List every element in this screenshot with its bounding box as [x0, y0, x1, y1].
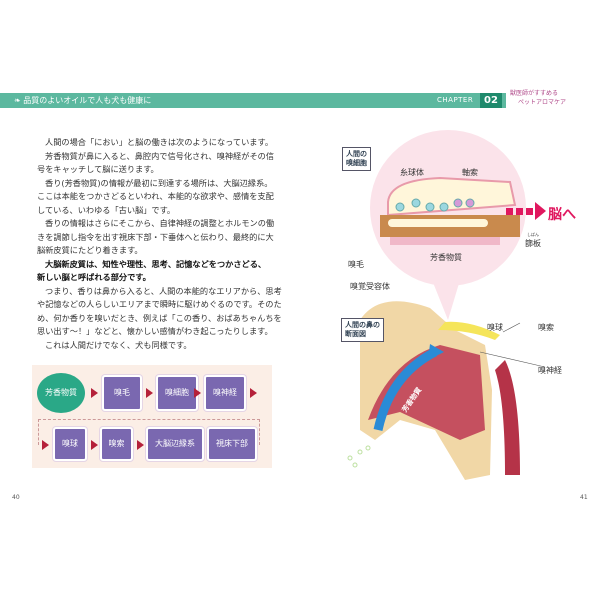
olfactory-bulb-shape	[387, 176, 517, 217]
text-line-bold: 新しい脳と呼ばれる部分です。	[37, 272, 151, 282]
flow-node: 嗅索	[100, 427, 133, 461]
arrow-icon	[91, 388, 98, 398]
label-aroma: 芳香物質	[430, 253, 462, 262]
body-text: 人間の場合「におい」と脳の働きは次のようになっています。 芳香物質が鼻に入ると、…	[37, 136, 282, 352]
chapter-label: CHAPTER	[437, 96, 474, 104]
to-brain-arrow-icon	[535, 202, 546, 220]
label-receptor: 嗅覚受容体	[350, 282, 390, 291]
label-to-brain: 脳へ	[548, 207, 576, 223]
aroma-flow-arrow	[373, 347, 438, 431]
text-line: め、何か香りを嗅いだとき、例えば「この香り、おばあちゃんちを	[37, 312, 282, 323]
text-line: これは人間だけでなく、犬も同様です。	[45, 339, 192, 350]
label-cilia: 嗅毛	[348, 260, 364, 269]
cilia-layer	[390, 237, 500, 245]
section-title: ❧ 品質のよいオイルで人も犬も健康に	[14, 96, 152, 105]
flow-node: 大脳辺縁系	[146, 427, 204, 461]
brand-line-1: 獣医師がすすめる	[510, 90, 559, 97]
arrow-dash	[506, 208, 513, 215]
page-number-right: 41	[580, 494, 588, 501]
text-line: 号をキャッチして脳に送ります。	[37, 164, 159, 174]
text-line: 香り(芳香物質)の情報が最初に到達する場所は、大脳辺縁系。	[45, 177, 273, 188]
flow-node: 嗅球	[53, 427, 87, 461]
flow-node: 視床下部	[207, 427, 257, 461]
arrow-icon	[137, 440, 144, 450]
flow-connector	[38, 419, 260, 445]
aroma-arrow-head-icon	[428, 344, 444, 360]
flow-node: 嗅毛	[102, 375, 142, 411]
olfactory-cells	[395, 198, 475, 212]
text-line: 香りの情報はさらにそこから、自律神経の調整とホルモンの働	[45, 218, 275, 228]
flow-node: 嗅神経	[204, 375, 246, 411]
label-olfactory-bulb: 嗅球	[487, 323, 503, 332]
nose-diagram-title: 人間の鼻の断面図	[341, 318, 384, 342]
arrow-dash	[526, 208, 533, 215]
text-line: きを調節し指令を出す視床下部・下垂体へと伝わり、最終的に大	[37, 231, 274, 242]
text-line-bold: 大脳新皮質は、知性や理性、思考、記憶などをつかさどる、	[45, 258, 267, 269]
flow-start-aroma: 芳香物質	[37, 373, 85, 413]
label-olfactory-tract: 嗅索	[538, 323, 554, 332]
arrow-icon	[146, 388, 153, 398]
olfactory-bulb-yellow	[438, 321, 500, 340]
label-glomerulus: 糸球体	[400, 168, 424, 177]
text-line: 思い出す〜！」などと、懐かしい感情がわき起こったりします。	[37, 326, 273, 336]
arrow-dash	[516, 208, 523, 215]
page-number-left: 40	[12, 494, 20, 501]
aroma-particles	[347, 445, 371, 468]
label-axon: 軸索	[462, 168, 478, 177]
smell-pathway-flowchart: 芳香物質 嗅毛 嗅細胞 嗅神経 嗅球 嗅索 大脳辺縁系 視床下部	[32, 365, 272, 468]
arrow-icon	[250, 388, 257, 398]
throat	[495, 360, 520, 475]
text-line: ここは本能をつかさどるといわれ、本能的な欲求や、感情を支配	[37, 191, 274, 201]
brand-line-2: ペットアロマケア	[518, 99, 567, 106]
book-brand-logo: 獣医師がすすめる ペットアロマケア	[510, 89, 566, 107]
text-line: 芳香物質が鼻に入ると、鼻腔内で信号化され、嗅神経がその信	[45, 150, 275, 161]
nasal-cavity	[368, 345, 485, 440]
label-olfactory-nerve: 嗅神経	[538, 366, 562, 375]
flow-node: 嗅細胞	[156, 375, 198, 411]
text-line: つまり、香りは鼻から入ると、人間の本能的なエリアから、思考	[45, 285, 282, 296]
label-cribriform: 篩板	[525, 239, 541, 248]
text-line: 脳新皮質にたどり着きます。	[37, 245, 143, 255]
chapter-number: 02	[480, 93, 502, 108]
anatomy-illustration	[347, 130, 546, 480]
arrow-icon	[42, 440, 49, 450]
arrow-icon	[194, 388, 201, 398]
bubble-pointer	[432, 280, 460, 320]
arrow-icon	[91, 440, 98, 450]
text-line: や記憶などの人らしいエリアまで瞬時に駆けめぐるのです。そのた	[37, 299, 282, 309]
cell-diagram-title: 人間の嗅細胞	[342, 147, 371, 171]
text-line: 人間の場合「におい」と脳の働きは次のようになっています。	[45, 137, 274, 147]
plate-layer	[388, 219, 488, 227]
label-cribriform-ruby: しばん	[527, 232, 539, 237]
text-line: している、いわゆる「古い脳」です。	[37, 204, 176, 215]
chapter-header-bar: ❧ 品質のよいオイルで人も犬も健康に CHAPTER 02	[0, 93, 506, 108]
